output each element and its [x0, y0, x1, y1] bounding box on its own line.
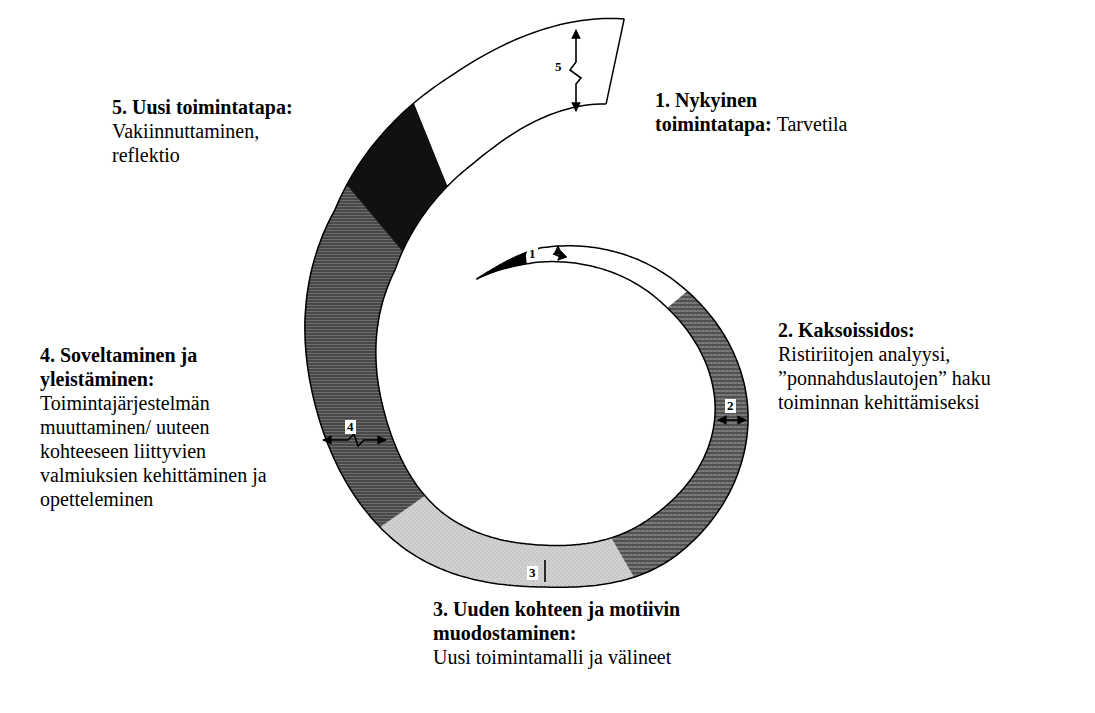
stage-heading: 1. Nykyinen toimintatapa: [655, 89, 772, 135]
stage-mark [544, 560, 546, 582]
spiral-band [414, 18, 624, 186]
spiral-band [526, 246, 688, 308]
spiral-edge [376, 104, 715, 546]
callout-number: 1 [527, 247, 538, 261]
callout-number: 2 [725, 399, 736, 413]
stage-heading: 2. Kaksoissidos: [778, 318, 993, 342]
stage-description: Toimintajärjestelmän muuttaminen/ uuteen… [40, 391, 272, 511]
spiral-band [611, 291, 748, 577]
stage-text: 4. Soveltaminen ja yleistäminen:Toiminta… [40, 343, 272, 511]
stage-mark [323, 434, 386, 446]
stage-text: 1. Nykyinen toimintatapa: Tarvetila [655, 88, 890, 136]
stage-marks [323, 30, 746, 582]
stage-heading: 4. Soveltaminen ja yleistäminen: [40, 343, 272, 391]
stage-text: 2. Kaksoissidos:Ristiriitojen analyysi, … [778, 318, 993, 414]
stage-description: Uusi toimintamalli ja välineet [433, 645, 733, 669]
stage-mark [554, 246, 561, 260]
stage-description: Ristiriitojen analyysi, ”ponnahduslautoj… [778, 342, 993, 414]
stage-heading: 3. Uuden kohteen ja motiivin muodostamin… [433, 597, 683, 645]
stage-heading: 5. Uusi toimintatapa: [112, 95, 302, 119]
callout-number: 5 [553, 60, 564, 74]
stage-text: 3. Uuden kohteen ja motiivin muodostamin… [433, 597, 733, 669]
spiral-end [606, 19, 624, 104]
callout-number: 4 [345, 420, 356, 434]
stage-mark [718, 419, 746, 421]
stage-mark [570, 30, 581, 111]
callout-number: 3 [527, 566, 538, 580]
stage-description: Vakiinnuttaminen, reflektio [112, 119, 302, 167]
stage-description: Tarvetila [777, 113, 848, 135]
stage-text: 5. Uusi toimintatapa:Vakiinnuttaminen, r… [112, 95, 302, 167]
